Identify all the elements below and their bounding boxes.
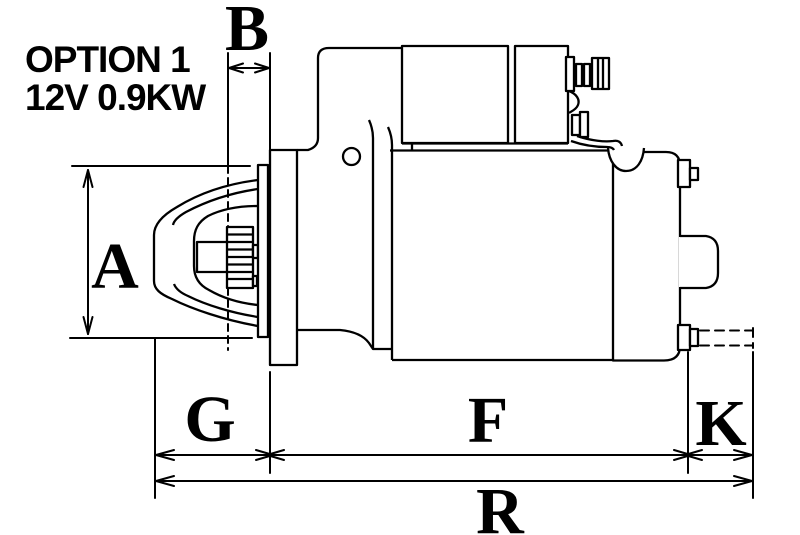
bottom-bolt-head <box>676 323 692 352</box>
bottom-bolt-tip <box>688 327 700 348</box>
solenoid-group <box>400 44 646 173</box>
bracket-bottom-profile <box>297 328 392 351</box>
bracket-top-profile <box>297 46 402 152</box>
mounting-flange <box>268 148 299 367</box>
dim-g-arrowheads <box>155 449 274 461</box>
drive-housing-group <box>152 46 402 367</box>
dim-r-arrowheads <box>155 475 753 487</box>
bearing-boss <box>680 234 720 290</box>
voltage-power-rating: 12V 0.9KW <box>25 77 206 118</box>
terminal-nut <box>590 56 611 91</box>
pinion-gear-teeth <box>227 233 253 281</box>
solenoid-body-rear <box>513 44 570 145</box>
top-bolt-head <box>676 158 692 189</box>
terminal-thread-2 <box>582 62 592 88</box>
bracket-rear-joint-line <box>367 119 375 349</box>
motor-body-group <box>386 126 720 362</box>
dim-label-f: F <box>468 384 508 457</box>
yoke-front-edge <box>386 126 394 360</box>
dim-f-arrowheads <box>266 449 692 461</box>
dim-label-a: A <box>91 230 139 303</box>
nose-cone-inner-bottom-line <box>172 283 259 319</box>
cable-upper-edge <box>576 134 624 147</box>
dimension-annotations-group <box>69 52 754 499</box>
dim-label-r: R <box>476 475 525 535</box>
end-cap-outline <box>611 150 682 362</box>
dim-b-arrowheads <box>228 62 270 74</box>
pinion-hub-lower <box>251 274 259 288</box>
inner-housing-outline <box>192 204 259 307</box>
text-group: OPTION 1 12V 0.9KW A B G F K R <box>25 0 747 535</box>
bracket-hole <box>341 146 362 167</box>
intermediate-plate <box>256 163 270 339</box>
cable-boot <box>606 147 646 173</box>
dim-label-g: G <box>184 383 235 456</box>
top-bolt-tip <box>688 166 700 182</box>
terminal-thread-1 <box>574 62 584 88</box>
nose-cone-outer-outline <box>152 178 259 328</box>
solenoid-neck-bulge <box>568 89 580 114</box>
bearing-boss-fill <box>679 237 718 287</box>
terminal-nut-facets <box>596 58 605 89</box>
hidden-shaft-group <box>699 327 754 349</box>
cable-boot-fill <box>608 148 644 171</box>
solenoid-body-front <box>400 44 510 145</box>
dim-k-arrowheads <box>684 449 753 461</box>
cable-lower-edge <box>570 139 616 151</box>
shaft-block <box>195 240 227 274</box>
dim-label-b: B <box>225 0 269 65</box>
nose-cone-inner-top-line <box>171 187 259 226</box>
option-title: OPTION 1 <box>25 39 190 80</box>
dim-a-arrowheads <box>82 169 94 335</box>
terminal-base <box>564 55 576 93</box>
field-terminal-neck <box>570 113 582 137</box>
dim-label-k: K <box>695 387 746 460</box>
field-terminal-head <box>578 110 590 139</box>
